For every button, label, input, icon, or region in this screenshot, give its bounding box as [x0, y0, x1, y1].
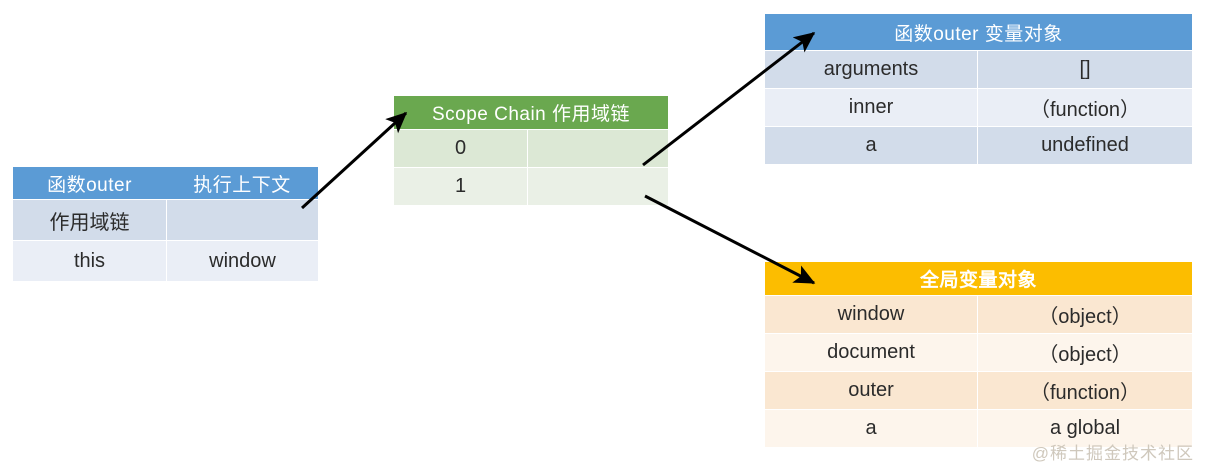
outer-vo-row-0-key: arguments: [765, 51, 977, 88]
scope-chain-row-1-index: 1: [394, 168, 527, 205]
global-vo-row-1-value: （object）: [978, 334, 1192, 371]
exec-context-row-1-key: this: [13, 241, 166, 281]
exec-context-header-row: 函数outer 执行上下文: [13, 167, 318, 199]
global-vo-header: 全局变量对象: [765, 262, 1192, 295]
table-outer-variable-object: 函数outer 变量对象 arguments [] inner （functio…: [765, 14, 1192, 164]
exec-context-header-left: 函数outer: [47, 174, 132, 196]
global-vo-row-1-key: document: [765, 334, 977, 371]
scope-chain-row-0-value: [528, 130, 668, 167]
table-row: 1: [394, 168, 668, 205]
global-vo-row-0-key: window: [765, 296, 977, 333]
watermark: @稀土掘金技术社区: [1031, 444, 1194, 463]
table-row: 0: [394, 130, 668, 167]
table-row: this window: [13, 241, 318, 281]
global-vo-row-0-value: （object）: [978, 296, 1192, 333]
table-row: a a global: [765, 410, 1192, 447]
exec-context-row-0-key: 作用域链: [13, 200, 166, 240]
exec-context-row-1-value: window: [167, 241, 318, 281]
table-row: arguments []: [765, 51, 1192, 88]
table-row: 作用域链: [13, 200, 318, 240]
outer-vo-row-0-value: []: [978, 51, 1192, 88]
table-row: inner （function）: [765, 89, 1192, 126]
outer-vo-row-2-key: a: [765, 127, 977, 164]
scope-chain-header: Scope Chain 作用域链: [394, 96, 668, 129]
exec-context-row-0-value: [167, 200, 318, 240]
table-scope-chain: Scope Chain 作用域链 0 1: [394, 96, 668, 205]
outer-vo-row-1-key: inner: [765, 89, 977, 126]
outer-vo-header: 函数outer 变量对象: [765, 14, 1192, 50]
exec-context-header-right: 执行上下文: [193, 174, 291, 196]
table-exec-context: 函数outer 执行上下文 作用域链 this window: [13, 167, 318, 281]
table-row: document （object）: [765, 334, 1192, 371]
table-row: a undefined: [765, 127, 1192, 164]
global-vo-row-3-value: a global: [978, 410, 1192, 447]
table-global-variable-object: 全局变量对象 window （object） document （object）…: [765, 262, 1192, 447]
scope-chain-row-1-value: [528, 168, 668, 205]
table-row: outer （function）: [765, 372, 1192, 409]
scope-chain-row-0-index: 0: [394, 130, 527, 167]
global-vo-row-2-key: outer: [765, 372, 977, 409]
table-row: window （object）: [765, 296, 1192, 333]
outer-vo-row-1-value: （function）: [978, 89, 1192, 126]
outer-vo-row-2-value: undefined: [978, 127, 1192, 164]
global-vo-row-3-key: a: [765, 410, 977, 447]
global-vo-row-2-value: （function）: [978, 372, 1192, 409]
